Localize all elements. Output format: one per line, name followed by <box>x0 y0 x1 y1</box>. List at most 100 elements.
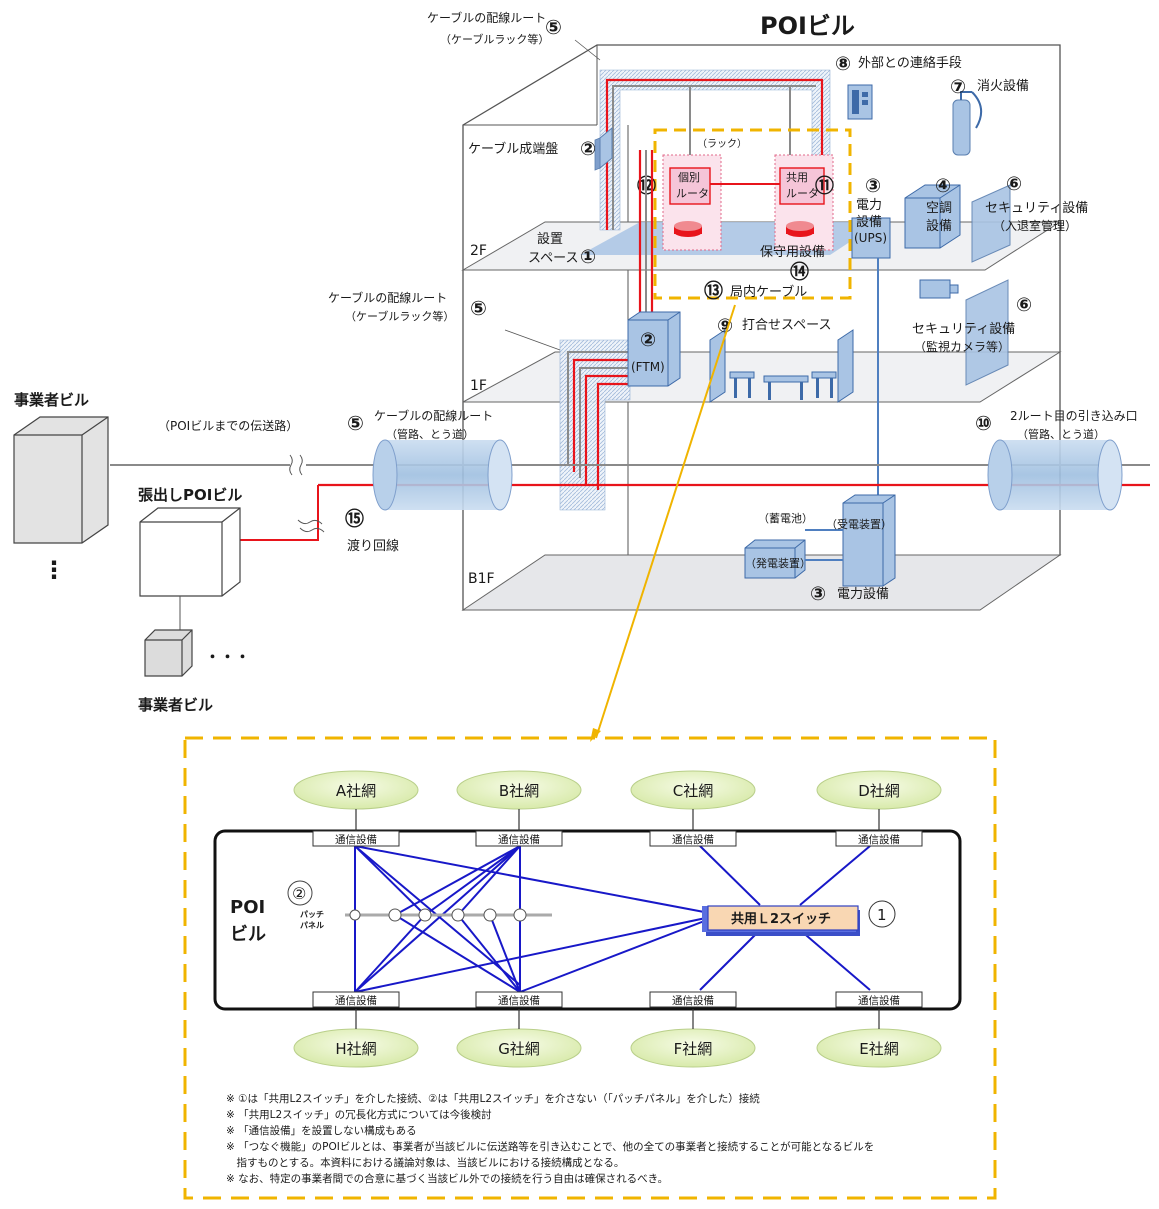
receiver-label: （受電装置） <box>826 518 892 531</box>
network-a-label: A社網 <box>336 782 376 800</box>
network-g-label: G社網 <box>498 1040 540 1058</box>
poi-label-2: ビル <box>230 924 266 945</box>
network-f: F社網 <box>630 1009 756 1068</box>
network-c: C社網 <box>630 770 756 831</box>
network-f-label: F社網 <box>674 1040 713 1058</box>
network-e: E社網 <box>816 1009 942 1068</box>
operator-building-bottom-label: 事業者ビル <box>138 696 213 714</box>
transmission-label: （POIビルまでの伝送路） <box>158 418 298 433</box>
maint-equipment-label: 保守用設備 <box>760 244 825 260</box>
footnote-4: ※ 「つなぐ機能」のPOIビルとは、事業者が当該ビルに伝送路等を引き込むことで、… <box>226 1140 874 1153</box>
power-equipment-b1f <box>744 494 896 587</box>
power-2f-label-2: 設備 <box>856 214 882 230</box>
footnote-5: 指すものとする。本資料における議論対象は、当該ビルにおける接続構成となる。 <box>226 1156 624 1169</box>
comm-equipment-label: 通信設備 <box>335 994 377 1007</box>
networks-bottom: H社網 G社網 F社網 E社網 <box>293 1009 942 1068</box>
ext-comm-num: ⑧ <box>835 53 851 75</box>
rack-individual <box>662 154 722 251</box>
maint-equipment-num: ⑭ <box>790 260 809 283</box>
patch-label-2: パネル <box>300 920 324 930</box>
comm-equipment-box <box>835 830 923 847</box>
second-route-num: ⑩ <box>975 411 992 435</box>
l2-switch-num: 1 <box>877 906 887 924</box>
security-2-label: セキュリティ設備 <box>912 321 1015 337</box>
extended-poi-label: 張出しPOIビル <box>138 486 242 504</box>
install-space-label-1: 設置 <box>537 231 563 247</box>
security-2-num: ⑥ <box>1016 294 1032 316</box>
footnotes: ※ ①は「共用L2スイッチ」を介した接続、②は「共用L2スイッチ」を介さない（「… <box>226 1092 874 1185</box>
security-1-label: セキュリティ設備 <box>985 200 1088 216</box>
patch-port <box>483 908 497 922</box>
comm-equipment-box <box>649 830 737 847</box>
patch-marker <box>287 880 313 906</box>
comm-equipment-box <box>312 991 400 1008</box>
network-h: H社網 <box>293 1009 419 1068</box>
comm-equipment-top: 通信設備 通信設備 通信設備 通信設備 <box>312 830 923 847</box>
route-top-label: ケーブルの配線ルート <box>427 10 546 25</box>
cable-panel-label: ケーブル成端盤 <box>468 141 558 157</box>
comm-equipment-label: 通信設備 <box>858 994 900 1007</box>
route-top-sub: （ケーブルラック等） <box>440 32 549 46</box>
comm-equipment-box <box>649 991 737 1008</box>
shared-l2-switch <box>702 905 860 936</box>
power-b1-num: ③ <box>810 583 826 605</box>
individual-router-label-1: 個別 <box>678 171 700 184</box>
ac-num: ④ <box>935 175 951 197</box>
telephone-icon <box>847 84 873 120</box>
floor-label-2f: 2F <box>470 243 487 259</box>
patch-port <box>388 908 402 922</box>
operator-building-label: 事業者ビル <box>14 391 89 409</box>
individual-router-label-2: ルータ <box>676 187 709 200</box>
route-low-num: ⑤ <box>347 411 364 435</box>
route-mid-sub: （ケーブルラック等） <box>345 309 454 323</box>
network-a: A社網 <box>293 770 419 831</box>
route-low-label: ケーブルの配線ルート <box>374 408 493 423</box>
install-space-label-2: スペース <box>528 251 578 266</box>
l2-switch-label: 共用Ｌ2スイッチ <box>731 911 831 927</box>
network-h-label: H社網 <box>335 1040 376 1058</box>
security-1-sub: （入退室管理） <box>993 218 1077 233</box>
cable-route-mid <box>504 329 631 511</box>
power-2f-num: ③ <box>865 175 881 197</box>
security-door-icon <box>971 184 1011 263</box>
floor-label-1f: 1F <box>470 378 487 394</box>
vertical-ellipsis: ⋮ <box>42 556 66 584</box>
comm-equipment-box <box>475 830 563 847</box>
route-low-sub: （管路、とう道） <box>386 427 474 441</box>
meeting-label: 打合せスペース <box>742 318 831 333</box>
shared-router-num: ⑪ <box>815 174 834 197</box>
comm-equipment-label: 通信設備 <box>498 994 540 1007</box>
patch-port <box>418 908 432 922</box>
comm-equipment-label: 通信設備 <box>498 833 540 846</box>
zoom-highlight-box <box>653 128 852 300</box>
comm-equipment-box <box>835 991 923 1008</box>
patch-panel-ports <box>349 908 527 922</box>
patch-label-1: パッチ <box>300 909 324 919</box>
ftm-num: ② <box>640 329 656 351</box>
footnote-2: ※ 「共用L2スイッチ」の冗長化方式については今後検討 <box>226 1108 492 1121</box>
rack-label: （ラック） <box>697 138 747 150</box>
route-top-num: ⑤ <box>545 15 562 39</box>
patch-port <box>513 908 527 922</box>
footnote-3: ※ 「通信設備」を設置しない構成もある <box>226 1124 417 1137</box>
ftm-rack <box>627 311 681 387</box>
rack-shared <box>774 154 834 251</box>
route-mid-num: ⑤ <box>470 296 487 320</box>
power-b1-label: 電力設備 <box>837 586 889 602</box>
security-1-num: ⑥ <box>1006 173 1022 195</box>
zoom-arrow <box>595 304 736 739</box>
security-2-sub: （監視カメラ等） <box>914 339 1010 354</box>
floor-label-b1f: B1F <box>468 571 495 587</box>
shared-router-label-2: ルータ <box>786 187 819 200</box>
install-space-num: ① <box>580 246 596 268</box>
comm-equipment-box <box>312 830 400 847</box>
comm-equipment-bottom: 通信設備 通信設備 通信設備 通信設備 <box>312 991 923 1008</box>
network-g: G社網 <box>456 1009 582 1068</box>
camera-icon <box>919 279 951 299</box>
shared-router-label-1: 共用 <box>786 171 808 184</box>
operator-building-small <box>144 629 193 677</box>
extended-poi-building <box>139 507 241 597</box>
fire-label: 消火設備 <box>977 78 1029 94</box>
cable-panel-num: ② <box>580 138 596 160</box>
